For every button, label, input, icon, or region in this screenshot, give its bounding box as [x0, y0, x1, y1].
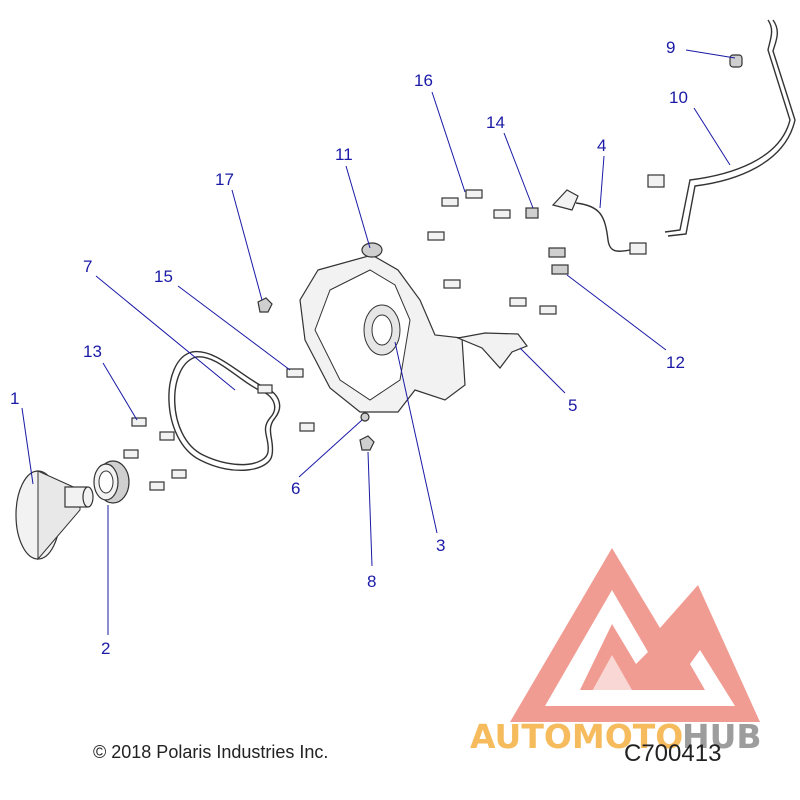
callout-1: 1	[10, 389, 19, 408]
part-14-clip	[525, 207, 539, 219]
callout-3: 3	[436, 536, 445, 555]
callout-4: 4	[597, 136, 606, 155]
watermark-logo	[510, 548, 760, 722]
part-11-grommet	[361, 242, 383, 258]
callouts: 1 2 3 4 5 6 7 8 9 10 11 12 13 14 15 16 1…	[10, 38, 688, 658]
callout-2: 2	[101, 639, 110, 658]
callout-11: 11	[335, 145, 353, 164]
leader-lines	[21, 49, 736, 635]
part-9-clip	[729, 54, 743, 68]
part-12-connectors	[548, 247, 569, 275]
callout-15: 15	[154, 267, 173, 286]
callout-6: 6	[291, 479, 300, 498]
callout-9: 9	[666, 38, 675, 57]
watermark-text-hub: HUB	[682, 717, 762, 756]
part-7-gasket	[168, 350, 281, 472]
part-6-dowel	[360, 412, 370, 422]
part-16-bolts	[427, 189, 557, 315]
copyright-text: © 2018 Polaris Industries Inc.	[93, 742, 329, 762]
callout-10: 10	[669, 88, 688, 107]
part-4-sensor	[551, 189, 647, 255]
fasteners	[123, 189, 569, 491]
part-13-bolts	[123, 384, 315, 491]
part-10-harness	[647, 19, 796, 237]
part-8-nut	[359, 435, 375, 451]
callout-12: 12	[666, 353, 685, 372]
part-3-housing	[299, 254, 466, 413]
callout-16: 16	[414, 71, 433, 90]
part-17-nut	[257, 297, 273, 313]
callout-17: 17	[215, 170, 234, 189]
part-2-bearing	[93, 460, 130, 504]
callout-5: 5	[568, 396, 577, 415]
callout-14: 14	[486, 113, 505, 132]
part-1-hub-flange	[15, 470, 94, 561]
callout-8: 8	[367, 572, 376, 591]
watermark-text-automoto: AUTOMOTO	[470, 717, 683, 756]
callout-13: 13	[83, 342, 102, 361]
figure-code: C700413	[624, 740, 722, 767]
part-15-bolt	[286, 368, 304, 378]
part-5-bracket	[455, 332, 528, 369]
callout-7: 7	[83, 257, 92, 276]
